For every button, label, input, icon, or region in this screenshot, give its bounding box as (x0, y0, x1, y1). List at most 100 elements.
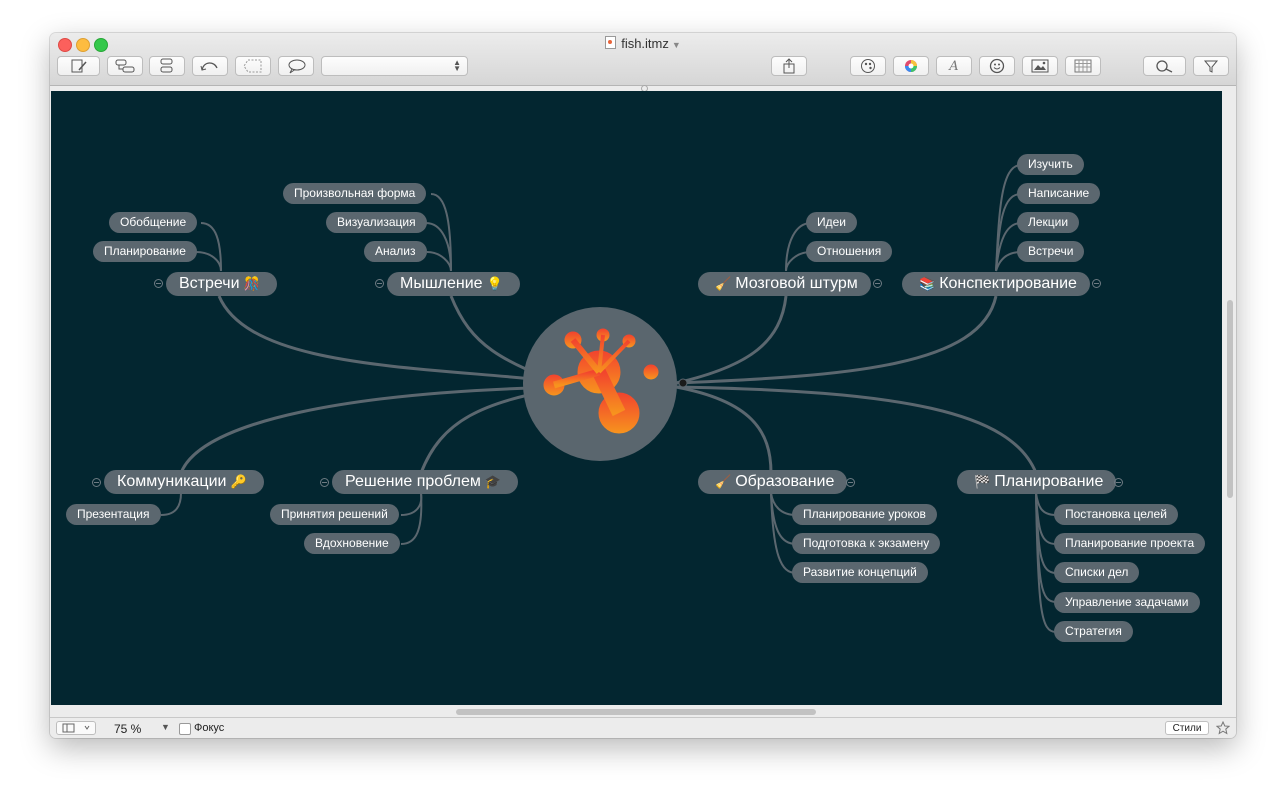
subtopic[interactable]: Принятия решений (270, 504, 399, 525)
callout-button[interactable] (278, 56, 314, 76)
add-topic-button[interactable] (107, 56, 143, 76)
window-title: fish.itmz▼ (50, 36, 1236, 51)
boundary-icon (243, 59, 262, 73)
collapse-mozgovoy-shturm[interactable] (873, 279, 882, 288)
filter-button[interactable] (1193, 56, 1229, 76)
subtopic[interactable]: Развитие концепций (792, 562, 928, 583)
style-select[interactable]: ▲▼ (321, 56, 468, 76)
vertical-scrollbar[interactable] (1225, 93, 1235, 705)
table-button[interactable] (1065, 56, 1101, 76)
add-subtopic-button[interactable] (149, 56, 185, 76)
link-konspekt (675, 295, 998, 385)
collapse-obrazovanie[interactable] (846, 478, 855, 487)
close-window-button[interactable] (58, 38, 72, 52)
subtopic[interactable]: Списки дел (1054, 562, 1140, 583)
status-bar: 75 % ▼ Фокус Стили (50, 717, 1236, 738)
broom-icon: 🧹 (715, 474, 732, 489)
select-arrows-icon: ▲▼ (453, 58, 461, 73)
topic-obrazovanie[interactable]: 🧹Образование (698, 470, 848, 494)
theme-button[interactable] (850, 56, 886, 76)
topic-kommunikacii[interactable]: Коммуникации🔑 (104, 470, 264, 494)
titlebar: fish.itmz▼ ▲▼ A (50, 33, 1236, 86)
topic-myshlenie[interactable]: Мышление💡 (387, 272, 520, 296)
subtopic[interactable]: Анализ (364, 241, 427, 262)
checkered-flag-icon: 🏁 (974, 474, 991, 489)
link-obrazovanie (675, 385, 773, 474)
subtopic[interactable]: Изучить (1017, 154, 1084, 175)
new-sheet-button[interactable] (57, 56, 100, 76)
subtopic[interactable]: Визуализация (326, 212, 427, 233)
subtopic[interactable]: Обобщение (109, 212, 198, 233)
lightbulb-icon: 💡 (486, 276, 503, 291)
link-kommunik (179, 385, 572, 474)
vertical-scroll-thumb[interactable] (1227, 300, 1233, 498)
chevron-down-icon[interactable]: ▼ (671, 40, 681, 50)
collapse-reshenie-problem[interactable] (320, 478, 329, 487)
topic-vstrechi[interactable]: Встречи🎊 (166, 272, 277, 296)
subtopic-icon (160, 58, 173, 73)
collapse-kommunikacii[interactable] (92, 478, 101, 487)
topic-planirovanie[interactable]: 🏁Планирование (957, 470, 1117, 494)
font-button[interactable]: A (936, 56, 972, 76)
topic-icon (115, 59, 135, 73)
link-mozgovoy (675, 295, 788, 385)
mindmap-canvas[interactable]: Встречи🎊 Мышление💡 🧹Мозговой штурм 📚Конс… (51, 91, 1222, 705)
smiley-icon (989, 58, 1005, 74)
collapse-planirovanie[interactable] (1114, 478, 1123, 487)
styles-button[interactable]: Стили (1165, 721, 1209, 735)
share-icon (783, 58, 795, 74)
topic-mozgovoy-shturm[interactable]: 🧹Мозговой штурм (698, 272, 871, 296)
subtopic[interactable]: Идеи (806, 212, 858, 233)
filter-icon (1203, 60, 1219, 73)
color-wheel-icon (905, 60, 917, 72)
colors-button[interactable] (893, 56, 929, 76)
subtopic[interactable]: Произвольная форма (283, 183, 427, 204)
broom-icon: 🧹 (715, 276, 732, 291)
app-window: fish.itmz▼ ▲▼ A (50, 33, 1236, 738)
search-button[interactable] (1143, 56, 1186, 76)
subtopic[interactable]: Планирование (93, 241, 197, 262)
zoom-chevron-icon[interactable]: ▼ (161, 722, 170, 732)
subtopic[interactable]: Отношения (806, 241, 893, 262)
boundary-button[interactable] (235, 56, 271, 76)
collapse-vstrechi[interactable] (154, 279, 163, 288)
subtopic[interactable]: Постановка целей (1054, 504, 1178, 525)
collapse-konspektirovanie[interactable] (1092, 279, 1101, 288)
subtopic[interactable]: Стратегия (1054, 621, 1133, 642)
star-icon[interactable] (1216, 721, 1230, 735)
focus-checkbox[interactable] (179, 723, 191, 735)
horizontal-scroll-thumb[interactable] (456, 709, 816, 715)
subtopic[interactable]: Лекции (1017, 212, 1080, 233)
central-logo-icon (543, 328, 659, 434)
subtopic[interactable]: Написание (1017, 183, 1101, 204)
focus-label: Фокус (194, 722, 225, 734)
zoom-window-button[interactable] (94, 38, 108, 52)
link-planirovanie (675, 385, 1038, 474)
image-button[interactable] (1022, 56, 1058, 76)
books-icon: 📚 (919, 276, 936, 291)
subtopic[interactable]: Презентация (66, 504, 161, 525)
central-topic[interactable] (523, 307, 677, 461)
minimize-window-button[interactable] (76, 38, 90, 52)
share-button[interactable] (771, 56, 807, 76)
topic-konspektirovanie[interactable]: 📚Конспектирование (902, 272, 1090, 296)
subtopic[interactable]: Управление задачами (1054, 592, 1200, 613)
subtopic[interactable]: Встречи (1017, 241, 1085, 262)
subtopic[interactable]: Планирование уроков (792, 504, 937, 525)
topic-reshenie-problem[interactable]: Решение проблем🎓 (332, 470, 519, 494)
key-icon: 🔑 (230, 474, 247, 489)
collapse-myshlenie[interactable] (375, 279, 384, 288)
font-icon: A (949, 58, 959, 74)
palette-icon (861, 59, 875, 73)
zoom-level[interactable]: 75 % (114, 722, 142, 736)
relationship-button[interactable] (192, 56, 228, 76)
connector-lines (160, 164, 1057, 633)
table-icon (1074, 59, 1092, 73)
emoji-button[interactable] (979, 56, 1015, 76)
graduation-cap-icon: 🎓 (484, 474, 502, 489)
subtopic[interactable]: Вдохновение (304, 533, 400, 554)
subtopic[interactable]: Планирование проекта (1054, 533, 1206, 554)
link-vstrechi (217, 295, 572, 385)
subtopic[interactable]: Подготовка к экзамену (792, 533, 941, 554)
sidebar-toggle-button[interactable] (56, 721, 96, 735)
